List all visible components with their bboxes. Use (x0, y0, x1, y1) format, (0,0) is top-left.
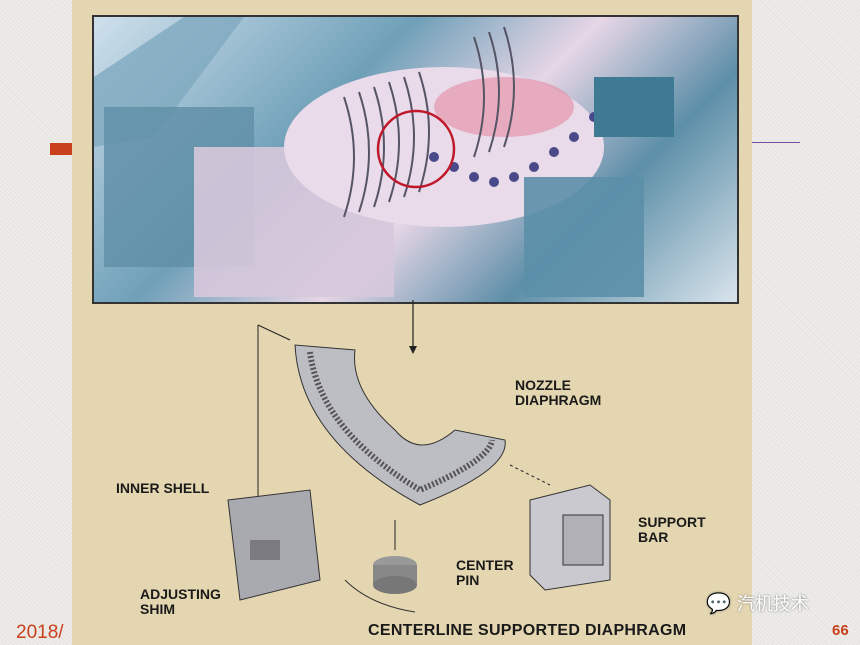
turbine-cutaway-image (92, 15, 739, 304)
label-line: CENTER (456, 557, 514, 573)
label-center-pin: CENTER PIN (456, 558, 514, 588)
title-accent-bar (50, 143, 74, 155)
page-number: 66 (832, 622, 849, 639)
label-adjusting-shim: ADJUSTING SHIM (140, 587, 221, 617)
label-line: BAR (638, 529, 669, 545)
label-support-bar: SUPPORT BAR (638, 515, 706, 545)
label-line: NOZZLE (515, 377, 571, 393)
wechat-icon: 💬 (706, 592, 731, 615)
label-line: DIAPHRAGM (515, 392, 602, 408)
watermark-text: 汽机技术 (736, 594, 809, 614)
label-line: SHIM (140, 601, 175, 617)
slide-date: 2018/ (16, 622, 64, 643)
title-accent-line (752, 142, 800, 143)
label-line: PIN (456, 572, 480, 588)
turbine-illustration (94, 17, 674, 297)
label-line: ADJUSTING (140, 586, 221, 602)
label-nozzle-diaphragm: NOZZLE DIAPHRAGM (515, 378, 601, 408)
highlight-circle (376, 109, 456, 189)
label-inner-shell: INNER SHELL (116, 480, 210, 496)
watermark: 💬 汽机技术 (706, 590, 809, 616)
label-line: SUPPORT (638, 514, 706, 530)
figure-caption: CENTERLINE SUPPORTED DIAPHRAGM (368, 622, 687, 639)
